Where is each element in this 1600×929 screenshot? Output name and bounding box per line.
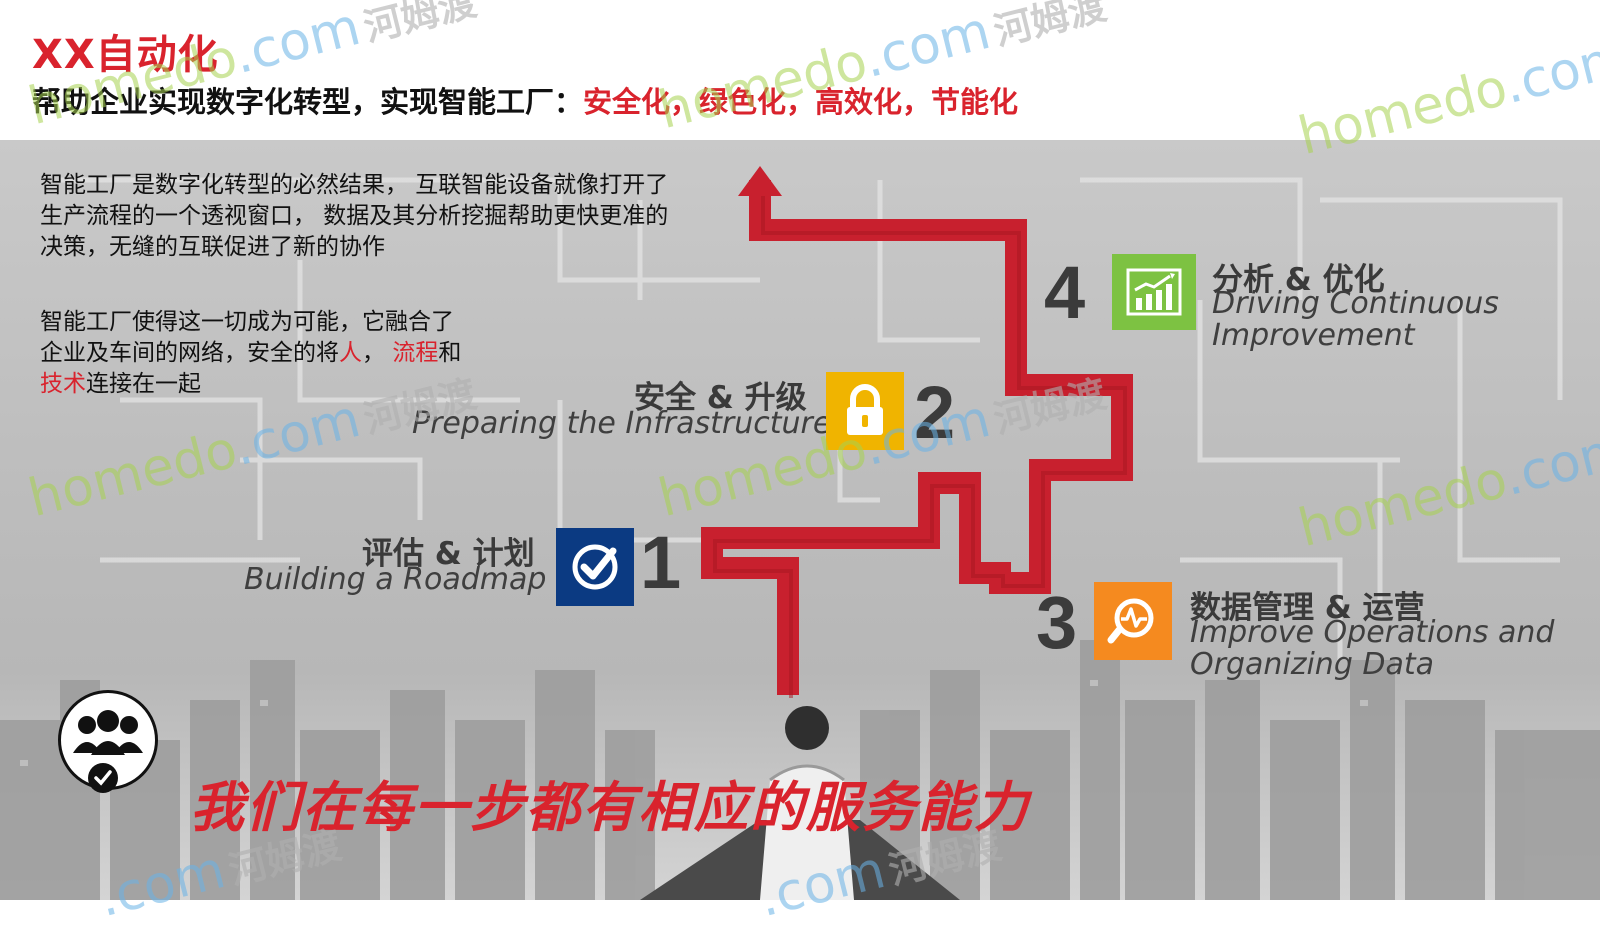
- step4-title-en-line2: Improvement: [1212, 318, 1415, 353]
- step1-number: 1: [640, 521, 682, 604]
- step2-badge: [826, 372, 904, 450]
- p2-tech: 技术: [40, 371, 86, 397]
- step4-number: 4: [1044, 251, 1086, 334]
- slogan: 我们在每一步都有相应的服务能力: [190, 776, 1030, 839]
- step1-title-cn: 评估 & 计划: [362, 536, 535, 572]
- intro-paragraph-1: 智能工厂是数字化转型的必然结果， 互联智能设备就像打开了生产流程的一个透视窗口，…: [40, 172, 669, 260]
- page-subtitle: 帮助企业实现数字化转型，实现智能工厂：安全化，绿色化，高效化，节能化: [32, 79, 1018, 121]
- main-stage: 智能工厂是数字化转型的必然结果， 互联智能设备就像打开了生产流程的一个透视窗口，…: [0, 140, 1600, 900]
- p2-person: 人: [339, 340, 362, 366]
- page-title: XX自动化: [32, 32, 219, 78]
- header: XX自动化 帮助企业实现数字化转型，实现智能工厂：安全化，绿色化，高效化，节能化: [0, 0, 1600, 140]
- p2-and: 和: [438, 340, 462, 366]
- step1-badge: [556, 528, 634, 606]
- p2-process: 流程: [392, 340, 439, 366]
- check-icon: [572, 544, 618, 590]
- step2-title-cn: 安全 & 升级: [634, 380, 807, 416]
- p2-text-start: 智能工厂使得这一切成为可能，它融合了企业及车间的网络，安全的将: [40, 309, 454, 366]
- step4-badge: [1112, 254, 1196, 330]
- step3-title-en-line2: Organizing Data: [1190, 647, 1435, 682]
- step3-title-en-line1: Improve Operations and: [1190, 615, 1555, 650]
- step4-title-cn: 分析 & 优化: [1212, 262, 1385, 298]
- step2-title-en: Preparing the Infrastructure: [412, 406, 832, 441]
- analytics-icon: [1107, 598, 1154, 644]
- maze-background: [60, 177, 1563, 660]
- subtitle-highlight: 安全化，绿色化，高效化，节能化: [583, 85, 1019, 119]
- step3-title-cn: 数据管理 & 运营: [1190, 590, 1425, 626]
- p2-comma: ，: [362, 340, 393, 366]
- step2-number: 2: [914, 371, 956, 454]
- step3-badge: [1094, 582, 1172, 660]
- subtitle-prefix: 帮助企业实现数字化转型，实现智能工厂：: [32, 85, 584, 119]
- intro-paragraph-2: 智能工厂使得这一切成为可能，它融合了企业及车间的网络，安全的将人， 流程和技术连…: [40, 307, 470, 400]
- step3-number: 3: [1036, 581, 1078, 664]
- check-icon: [94, 770, 112, 786]
- p2-text-end: 连接在一起: [86, 371, 201, 397]
- lock-icon: [847, 384, 883, 435]
- team-check-badge: [88, 763, 118, 793]
- step4-title-en-line1: Driving Continuous: [1212, 286, 1499, 321]
- red-path-arrow: [701, 166, 1133, 698]
- growth-chart-icon: [1126, 268, 1182, 316]
- step1-title-en: Building a Roadmap: [244, 562, 547, 597]
- person-silhouette: [760, 706, 854, 900]
